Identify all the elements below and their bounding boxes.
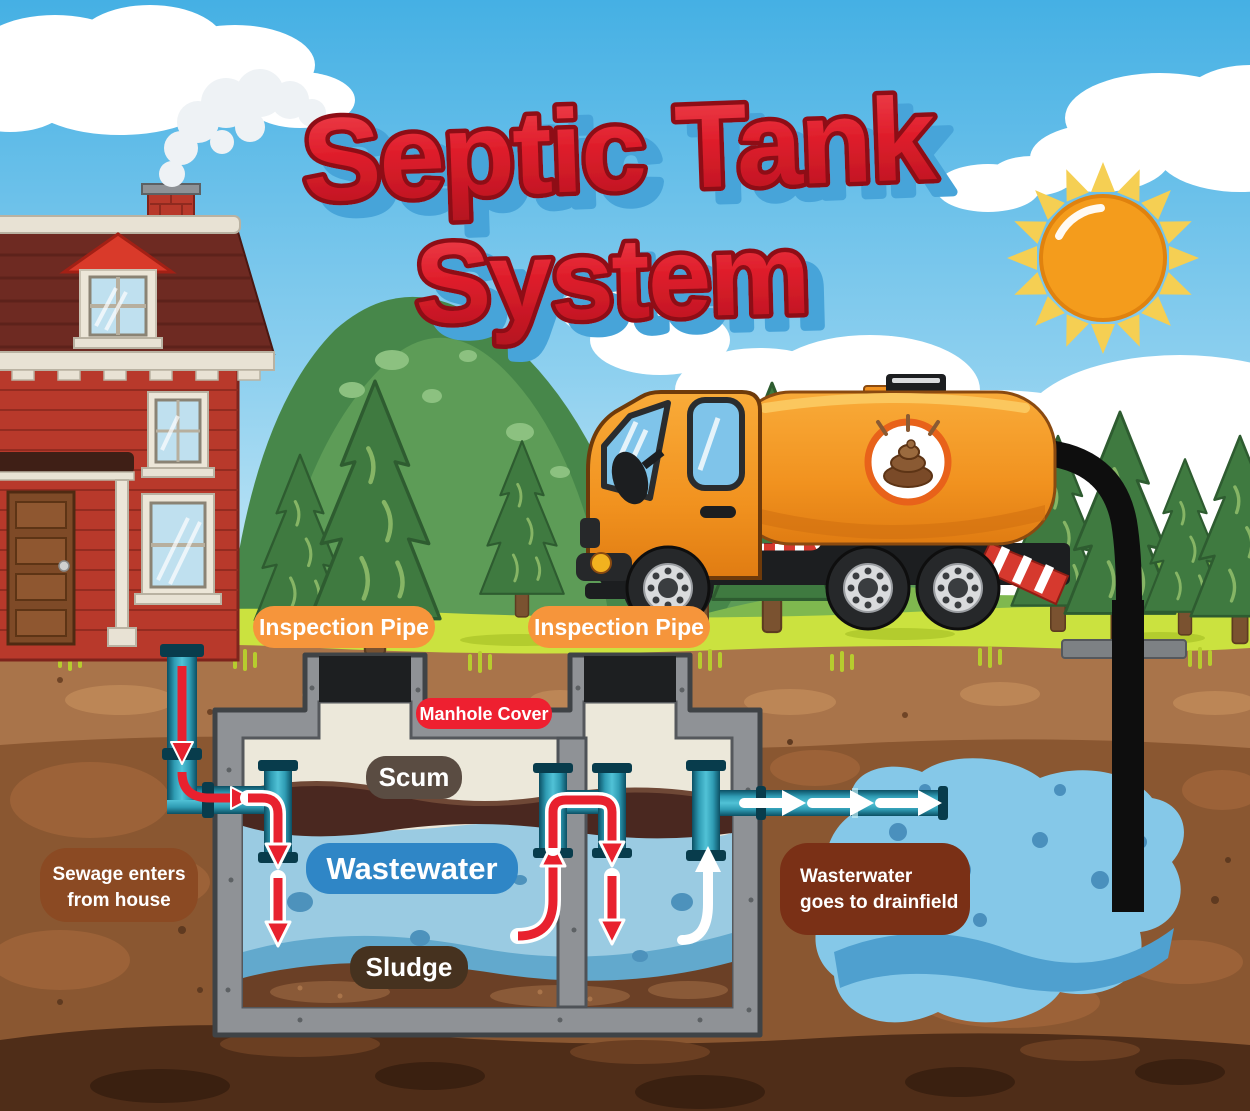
title-line2: System <box>413 211 810 348</box>
porch <box>0 452 137 647</box>
grille <box>580 518 600 548</box>
wheel <box>825 545 911 631</box>
sun-icon <box>1007 162 1199 354</box>
label-wastewater-text: Wastewater <box>326 851 497 886</box>
label-manhole-cover: Manhole Cover <box>416 698 552 729</box>
manhole-opening-right <box>584 656 676 702</box>
door-handle <box>700 506 736 518</box>
door-knob <box>58 560 70 572</box>
poop-icon <box>864 414 952 506</box>
headlight <box>590 552 612 574</box>
drainfield-wave <box>834 928 1174 992</box>
label-wastewater: Wastewater <box>306 843 518 894</box>
flow-arrow-inlet-down <box>170 666 194 765</box>
label-manhole-cover-text: Manhole Cover <box>419 704 548 724</box>
cornice-dentils <box>11 369 261 381</box>
title-line1: Septic Tank <box>300 73 938 227</box>
hose <box>1038 439 1142 618</box>
label-scum: Scum <box>366 756 462 799</box>
upper-window <box>141 391 215 478</box>
mudflap <box>976 541 1070 606</box>
label-inspection-pipe-right: Inspection Pipe <box>528 606 710 648</box>
water-bubbles <box>287 857 693 962</box>
flow-arrow-chamber2-up <box>677 846 721 945</box>
cab-window <box>687 397 745 491</box>
label-inspection-pipe-left-text: Inspection Pipe <box>259 614 429 640</box>
label-sludge: Sludge <box>350 946 468 989</box>
flow-arrow-chamber1-in <box>240 790 292 870</box>
mirror <box>611 451 649 505</box>
lower-window <box>134 493 222 605</box>
dormer <box>59 232 177 349</box>
smoke-icon <box>159 69 326 187</box>
tank-contents <box>243 780 732 1007</box>
label-drainfield: Wasterwater goes to drainfield <box>780 843 970 935</box>
label-inspection-pipe-right-text: Inspection Pipe <box>534 614 704 640</box>
truck-suction-pipe <box>1061 600 1187 912</box>
label-inspection-pipe-left: Inspection Pipe <box>253 606 435 648</box>
label-sewage-line2: from house <box>67 890 170 911</box>
cloud-small <box>936 156 1074 212</box>
label-sewage-line1: Sewage enters <box>52 864 185 885</box>
label-sludge-text: Sludge <box>366 952 453 982</box>
cornice <box>0 351 275 371</box>
house <box>0 69 326 662</box>
page-title: Septic Tank System <box>296 68 943 352</box>
label-scum-text: Scum <box>379 762 450 792</box>
manhole-opening-left <box>319 656 411 702</box>
wheel <box>915 545 1001 631</box>
label-drainfield-line1: Wasterwater <box>800 866 913 887</box>
flow-arrows <box>170 666 942 948</box>
label-sewage-enters: Sewage enters from house <box>40 848 198 922</box>
drainfield <box>815 758 1184 1023</box>
divider-wall <box>556 736 588 1009</box>
flow-arrow-chamber1-up <box>510 840 567 944</box>
label-drainfield-line2: goes to drainfield <box>800 892 958 913</box>
septic-truck <box>576 374 1142 631</box>
door <box>6 490 76 646</box>
diagram-labels: Inspection Pipe Inspection Pipe Manhole … <box>40 606 970 989</box>
flow-arrow-transfer <box>545 792 626 868</box>
flow-arrow-chamber1-down <box>264 870 292 948</box>
cloud-top-left <box>0 5 355 135</box>
flow-arrow-chamber2-down <box>598 868 626 946</box>
roof-ridge <box>0 215 241 234</box>
